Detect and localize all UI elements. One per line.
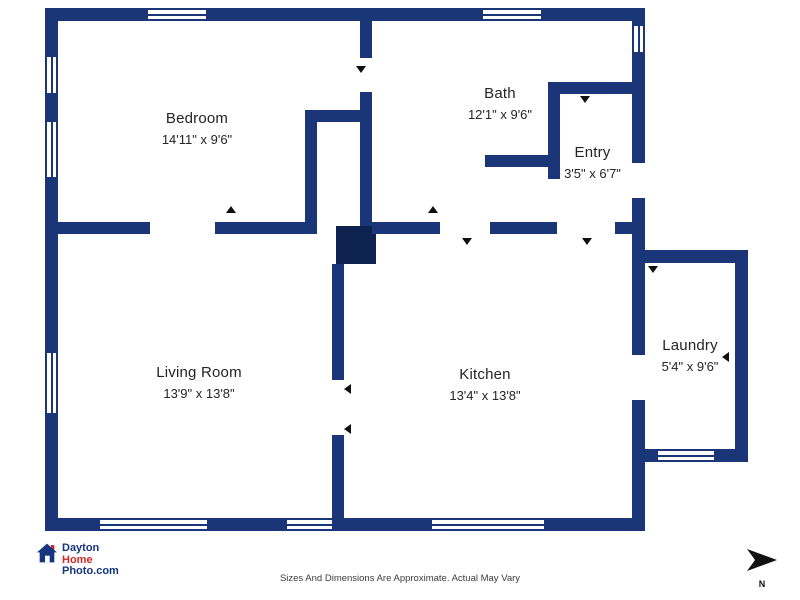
room-name: Laundry [662,337,718,354]
dimension-arrow [580,96,590,103]
room-label-living-room: Living Room 13'9" x 13'8" [99,364,299,401]
room-label-entry: Entry 3'5" x 6'7" [545,144,640,181]
room-name: Entry [574,144,611,161]
wall-closet-top [317,110,372,122]
wall-laundry-top [645,250,748,263]
room-dims: 14'11" x 9'6" [161,132,233,147]
wall-entry-left [548,82,560,179]
room-dims: 12'1" x 9'6" [467,107,533,122]
wall-living-kitchen [332,264,344,380]
compass-north-label: N [758,579,766,589]
wall-entry-top [560,82,632,94]
room-label-bath: Bath 12'1" x 9'6" [420,85,580,122]
wall-central [360,21,372,58]
room-dims: 13'4" x 13'8" [449,388,521,403]
dimension-arrow [648,266,658,273]
logo-line-1: Dayton [62,542,100,554]
dimension-arrow [722,352,729,362]
window [45,122,58,177]
room-name: Living Room [156,364,242,381]
dimension-arrow [582,238,592,245]
room-label-kitchen: Kitchen 13'4" x 13'8" [385,366,585,403]
wall-bedroom-south [58,222,150,234]
compass: N [742,547,782,589]
wall-laundry-right [735,250,748,462]
wall-closet-left [305,110,317,234]
wall-bath-south [490,222,557,234]
logo-line-3: Photo.com [62,565,119,577]
dimension-arrow [344,424,351,434]
room-label-bedroom: Bedroom 14'11" x 9'6" [97,110,297,147]
room-name: Bath [484,85,516,102]
compass-arrow-icon [747,549,777,571]
wall-bedroom-south [215,222,317,234]
wall-exterior-right [632,250,645,355]
window [148,8,206,21]
window [100,518,207,531]
wall-living-kitchen [332,435,344,518]
dimension-arrow [226,206,236,213]
chimney-block [336,226,376,264]
logo-text: Dayton Home Photo.com [62,542,119,578]
room-dims: 5'4" x 9'6" [661,359,719,374]
disclaimer-text: Sizes And Dimensions Are Approximate. Ac… [279,573,521,584]
window [45,57,58,93]
room-dims: 3'5" x 6'7" [564,166,621,181]
wall-bath-south [372,222,440,234]
room-label-laundry: Laundry 5'4" x 9'6" [638,337,742,374]
room-name: Kitchen [459,366,511,383]
dimension-arrow [344,384,351,394]
dimension-arrow [462,238,472,245]
window [658,449,714,462]
wall-bath-south [615,222,632,234]
room-name: Bedroom [165,110,229,127]
wall-exterior-right [632,198,645,250]
window [287,518,332,531]
wall-central [360,92,372,234]
window [632,26,645,52]
house-icon [37,543,57,563]
wall-exterior-right [632,400,645,531]
window [45,353,58,413]
room-dims: 13'9" x 13'8" [163,386,235,401]
logo: Dayton Home Photo.com [36,542,119,578]
dimension-arrow [356,66,366,73]
dimension-arrow [428,206,438,213]
wall-exterior-top [45,8,645,21]
window [432,518,544,531]
wall-bath-stub [485,155,560,167]
logo-line-2: Home [62,553,93,566]
window [483,8,541,21]
